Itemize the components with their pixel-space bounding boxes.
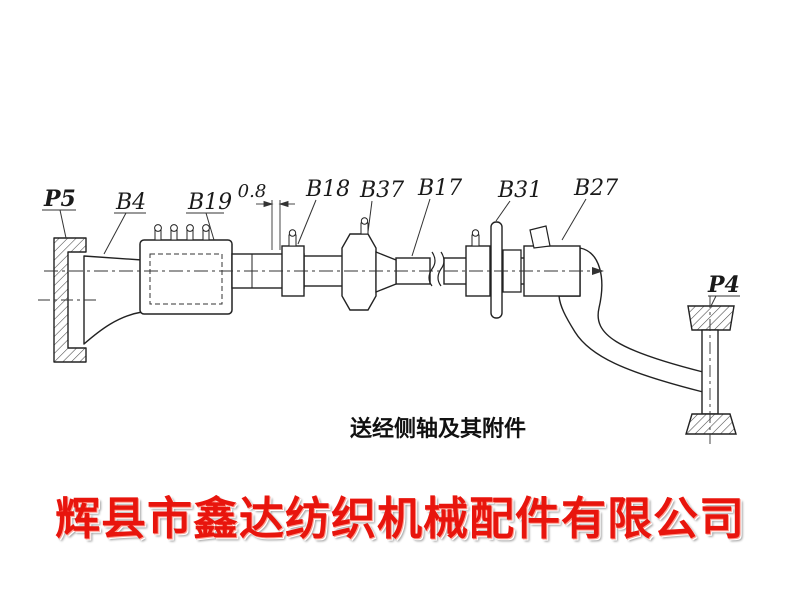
company-name: 辉县市鑫达纺织机械配件有限公司 (54, 492, 745, 545)
leader-lines (42, 198, 740, 307)
label-b18: B18 (305, 177, 350, 202)
label-b31: B31 (497, 178, 542, 203)
label-b27: B27 (573, 176, 618, 201)
bracket-b27 (523, 225, 704, 393)
label-b37: B37 (359, 178, 404, 203)
bolt-icon (154, 224, 210, 241)
dim-label: 0.8 (238, 181, 267, 202)
beam-p5 (53, 237, 87, 363)
label-b19: B19 (187, 190, 232, 215)
gearbox-b19 (139, 224, 233, 315)
shaft-break-icon (428, 251, 445, 287)
dimension-0-8 (256, 200, 295, 250)
technical-diagram: 0.8 P5 B4 B19 B18 B37 B17 B31 B27 P4 送经侧… (38, 176, 740, 444)
collar-b31 (465, 221, 522, 319)
label-b4: B4 (115, 190, 146, 215)
label-p4: P4 (707, 272, 740, 298)
diagram-caption: 送经侧轴及其附件 (350, 416, 526, 442)
flange-b37 (341, 217, 397, 311)
label-p5: P5 (43, 186, 76, 212)
label-b17: B17 (417, 176, 462, 201)
centerline (38, 267, 711, 444)
collar-b18 (281, 229, 305, 297)
